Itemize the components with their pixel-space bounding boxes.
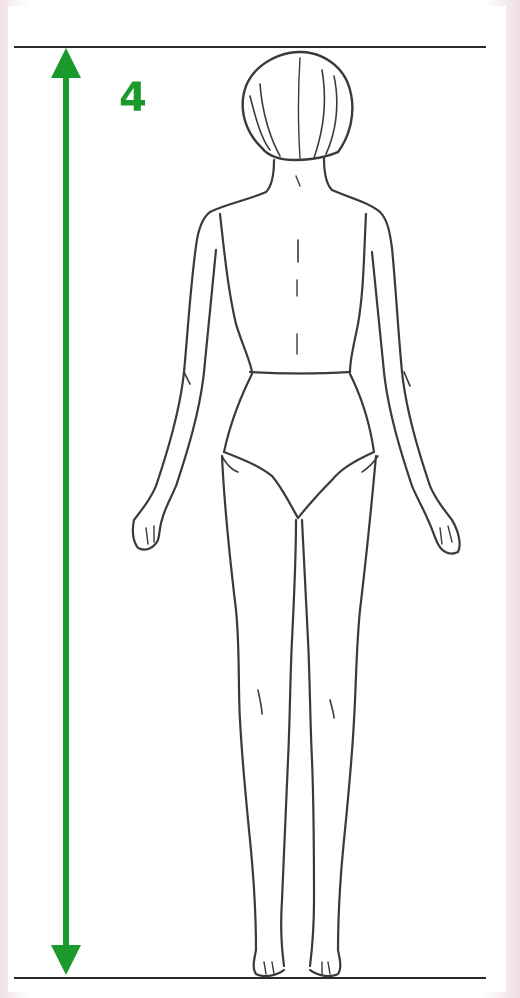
- hair-outline: [243, 52, 353, 160]
- right-leg-outline: [302, 456, 376, 976]
- neck-outline: [266, 158, 332, 192]
- left-arm-outline: [133, 246, 216, 550]
- right-arm-outline: [372, 248, 460, 554]
- hips-outline: [222, 374, 378, 518]
- torso-outline: [196, 190, 392, 374]
- left-leg-outline: [222, 456, 296, 976]
